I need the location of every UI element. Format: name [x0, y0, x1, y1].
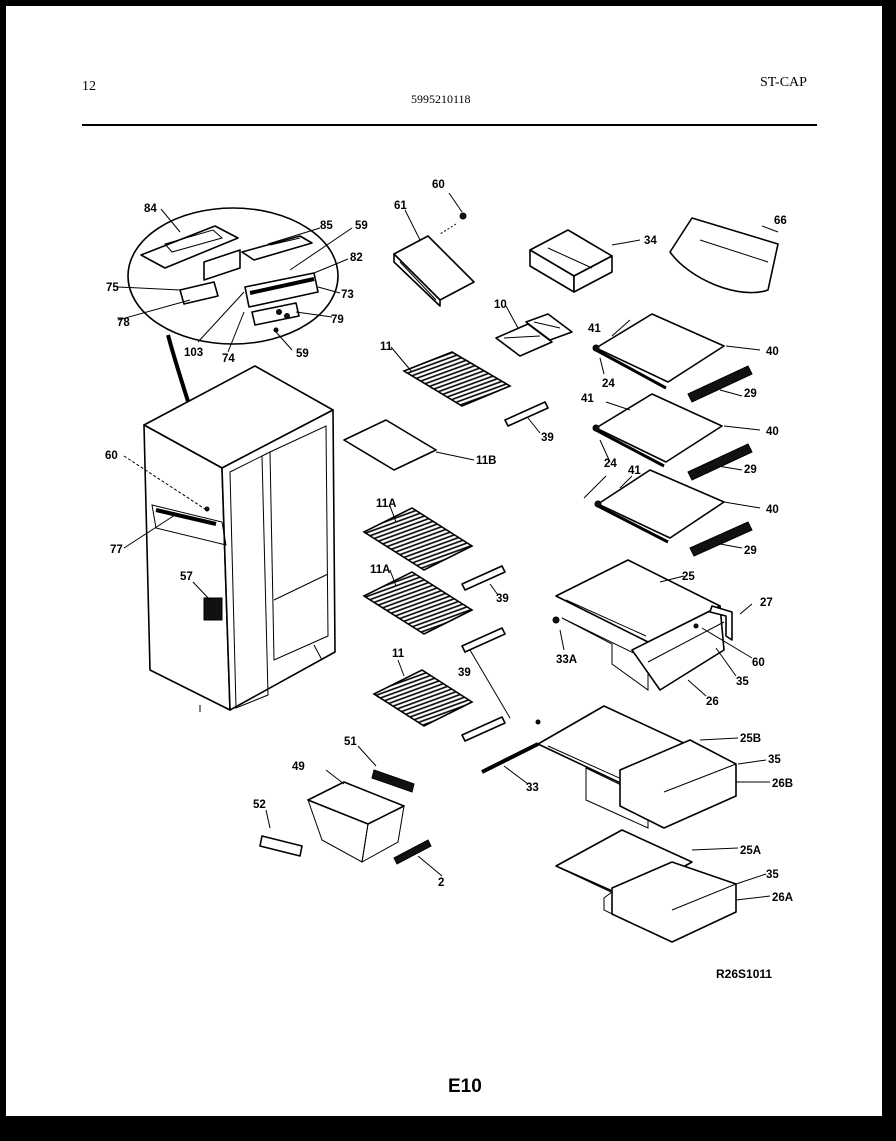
callout-35-upper: 35	[736, 676, 749, 688]
shelf-strip-39-middle	[461, 565, 506, 596]
wire-shelf-11-lower	[372, 659, 474, 727]
glass-shelf-assembly-middle	[592, 393, 761, 481]
callout-26: 26	[706, 696, 719, 708]
callout-40-bottom: 40	[766, 504, 779, 516]
callout-11-upper: 11	[380, 341, 393, 353]
callout-10: 10	[494, 299, 507, 311]
callout-66: 66	[774, 215, 787, 227]
callout-39-lower: 39	[458, 667, 471, 679]
callout-82: 82	[350, 252, 363, 264]
callout-2: 2	[438, 877, 444, 889]
callout-73: 73	[341, 289, 354, 301]
callout-41-top: 41	[588, 323, 601, 335]
callout-27: 27	[760, 597, 773, 609]
callout-78: 78	[117, 317, 130, 329]
wire-shelf-11-upper	[390, 346, 512, 407]
callout-84: 84	[144, 203, 157, 215]
crisper-drawer-26	[552, 559, 753, 697]
callout-29-middle: 29	[744, 464, 757, 476]
glass-shelf-11B	[343, 419, 475, 471]
callout-11-lower: 11	[392, 648, 405, 660]
callout-61: 61	[394, 200, 407, 212]
callout-26A: 26A	[772, 892, 793, 904]
glass-shelf-assembly-bottom	[583, 469, 761, 557]
callout-26B: 26B	[772, 778, 793, 790]
callout-24-bottom: 24	[604, 458, 617, 470]
exploded-view-diagram: 84 85 59 82 75 73 78 79 103 74 59 60 61 …	[105, 179, 793, 1097]
glass-shelf-assembly-top	[592, 313, 761, 403]
callout-75: 75	[106, 282, 119, 294]
refrigerator-cabinet	[123, 365, 336, 712]
callout-74: 74	[222, 353, 235, 365]
callout-33: 33	[526, 782, 539, 794]
dairy-bin-34	[529, 229, 641, 293]
upper-door-bin	[393, 192, 475, 307]
door-shelf-66	[669, 217, 779, 294]
callout-39-upper: 39	[541, 432, 554, 444]
part-number: 5995210118	[411, 92, 471, 106]
callout-40-top: 40	[766, 346, 779, 358]
basket-49	[307, 769, 405, 863]
crisper-drawer-26A	[555, 829, 771, 943]
callout-25B: 25B	[740, 733, 761, 745]
rail-33	[481, 742, 539, 785]
callout-11A-second: 11A	[370, 564, 390, 576]
callout-79: 79	[331, 314, 344, 326]
shelf-strip-39-lower	[461, 627, 511, 742]
callout-29-bottom: 29	[744, 545, 757, 557]
callout-35-lower: 35	[766, 869, 779, 881]
callout-25A: 25A	[740, 845, 761, 857]
callout-77: 77	[110, 544, 123, 556]
wire-shelf-11A-first	[362, 505, 474, 571]
model-code: ST-CAP	[760, 75, 807, 90]
callout-59-top: 59	[355, 220, 368, 232]
header-rule	[82, 124, 817, 126]
callout-51: 51	[344, 736, 357, 748]
part-2	[393, 839, 443, 877]
callout-34: 34	[644, 235, 657, 247]
callout-60-drawer: 60	[752, 657, 765, 669]
wire-shelf-11A-second	[362, 569, 474, 635]
page-code: E10	[448, 1076, 482, 1097]
egg-trays	[495, 305, 573, 357]
callout-85: 85	[320, 220, 333, 232]
callout-41-middle: 41	[581, 393, 594, 405]
callout-41-bottom: 41	[628, 465, 641, 477]
callout-29-top: 29	[744, 388, 757, 400]
callout-59-bottom: 59	[296, 348, 309, 360]
control-detail-ellipse	[117, 207, 353, 511]
shelf-strip-39-upper	[504, 401, 549, 434]
callout-49: 49	[292, 761, 305, 773]
callout-11B: 11B	[476, 455, 496, 467]
parts-diagram-sheet: 12 5995210118 ST-CAP	[6, 6, 882, 1116]
callout-103: 103	[184, 347, 203, 359]
part-52	[259, 809, 303, 857]
callout-33A: 33A	[556, 654, 577, 666]
callout-57: 57	[180, 571, 193, 583]
callout-24-top: 24	[602, 378, 615, 390]
callout-35-middle: 35	[768, 754, 781, 766]
callout-11A-first: 11A	[376, 498, 396, 510]
drawing-reference: R26S1011	[716, 967, 772, 981]
callout-39-middle: 39	[496, 593, 509, 605]
callout-60-top: 60	[432, 179, 445, 191]
page-number: 12	[82, 79, 96, 94]
callout-40-middle: 40	[766, 426, 779, 438]
callout-52: 52	[253, 799, 266, 811]
callout-60-cabinet: 60	[105, 450, 118, 462]
callout-25: 25	[682, 571, 695, 583]
crisper-drawer-26B	[535, 705, 770, 829]
part-51	[357, 745, 415, 793]
